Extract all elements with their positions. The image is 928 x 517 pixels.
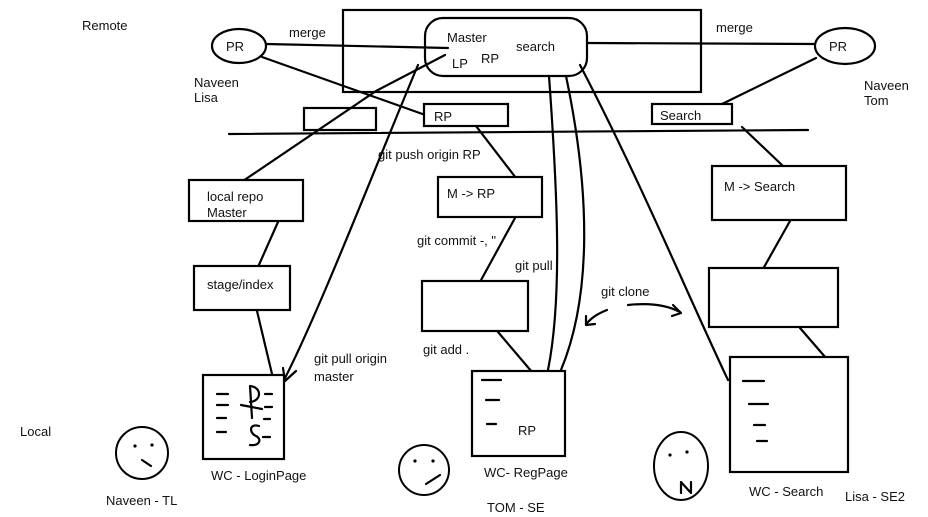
remote-search-label: search (516, 39, 555, 54)
staging-to-wc-regpage-line (496, 330, 534, 374)
naveen-eye-right (150, 443, 154, 447)
repo-to-stage-line (256, 220, 280, 269)
pr-left-node (210, 27, 268, 65)
wc-search-label: WC - Search (749, 484, 823, 499)
clone-arrow-right (626, 303, 682, 314)
wc-login-page-box (201, 373, 286, 461)
branch-lp-box (302, 106, 378, 132)
rp-to-m-rp-line (474, 124, 518, 180)
pr-left-to-rp-line (260, 55, 447, 124)
push-origin-rp-label: git push origin RP (378, 147, 481, 162)
pull-master-label-2: master (314, 369, 354, 384)
pr-left-reviewer-1: Naveen (194, 75, 239, 90)
remote-label: Remote (82, 18, 128, 33)
clone-arrow-left (584, 308, 609, 326)
git-pull-label: git pull (515, 258, 553, 273)
tom-face-icon (398, 444, 450, 496)
branch-search-label: Search (660, 108, 701, 123)
pr-right-label: PR (829, 39, 847, 54)
wc-regpage-label: WC- RegPage (484, 465, 568, 480)
pr-left-merge-line (264, 42, 450, 50)
pr-right-reviewer-2: Tom (864, 93, 889, 108)
stage-to-wc-login-line (255, 309, 274, 376)
staging-box-right (707, 266, 840, 329)
branch-rp-label: RP (434, 109, 452, 124)
git-add-label: git add . (423, 342, 469, 357)
local-repo-line2: Master (207, 205, 247, 220)
remote-master-label: Master (447, 30, 487, 45)
search-clone-curve (578, 63, 730, 382)
staging-box-middle (420, 279, 530, 333)
naveen-mouth (140, 458, 153, 468)
regpage-pull-curve (546, 74, 559, 372)
local-label: Local (20, 424, 51, 439)
wc-login-file-marks (215, 392, 274, 439)
pr-right-node (813, 26, 877, 66)
remote-lp-label: LP (452, 56, 468, 71)
lisa-face-icon (653, 431, 709, 501)
lisa-eye-right (685, 450, 689, 454)
local-repo-box (187, 178, 305, 223)
wc-search-file-marks (741, 379, 770, 443)
clone-arrowhead-right (670, 303, 683, 318)
pr-right-merge-label: merge (716, 20, 753, 35)
pull-master-label-1: git pull origin (314, 351, 387, 366)
branch-rp-box (422, 102, 510, 128)
pr-left-reviewer-2: Lisa (194, 90, 219, 105)
git-commit-label: git commit -, " (417, 233, 496, 248)
remote-branches-node (423, 16, 589, 78)
lisa-mouth (679, 480, 693, 495)
pr-left-label: PR (226, 39, 244, 54)
lisa-eye-left (668, 453, 672, 457)
staging-to-wc-search-line (798, 326, 828, 360)
m-search-label: M -> Search (724, 179, 795, 194)
local-repo-line1: local repo (207, 189, 263, 204)
person-naveen-label: Naveen - TL (106, 493, 177, 508)
person-lisa-label: Lisa - SE2 (845, 489, 905, 504)
stage-index-box (192, 264, 292, 312)
branch-search-box (650, 102, 734, 126)
wc-regpage-box (470, 369, 567, 458)
remote-local-divider (227, 128, 810, 136)
local-repo-to-master-line (238, 53, 447, 185)
pull-master-arrow (282, 63, 420, 382)
tom-eye-left (413, 459, 417, 463)
naveen-face-icon (115, 426, 169, 480)
git-clone-label: git clone (601, 284, 649, 299)
m-search-box (710, 164, 848, 222)
m-search-to-staging-line (761, 219, 792, 271)
person-tom-label: TOM - SE (487, 500, 545, 515)
wc-regpage-rp-label: RP (518, 423, 536, 438)
regpage-clone-curve (559, 74, 586, 372)
pr-right-to-search-line (720, 56, 818, 106)
stage-index-label: stage/index (207, 277, 274, 292)
m-rp-box (436, 175, 544, 219)
tom-mouth (424, 473, 442, 486)
wc-login-scribble (239, 384, 264, 447)
naveen-eye-left (133, 444, 137, 448)
wc-login-page-label: WC - LoginPage (211, 468, 306, 483)
m-rp-to-staging-line (478, 216, 517, 284)
pr-right-merge-line (585, 41, 817, 46)
remote-rp-label: RP (481, 51, 499, 66)
tom-eye-right (431, 459, 435, 463)
pr-right-reviewer-1: Naveen (864, 78, 909, 93)
clone-arrowhead-left (584, 314, 597, 327)
wc-search-box (728, 355, 850, 474)
pr-left-merge-label: merge (289, 25, 326, 40)
search-to-m-search-line (740, 125, 785, 168)
wc-regpage-file-marks (480, 378, 503, 426)
m-rp-label: M -> RP (447, 186, 495, 201)
